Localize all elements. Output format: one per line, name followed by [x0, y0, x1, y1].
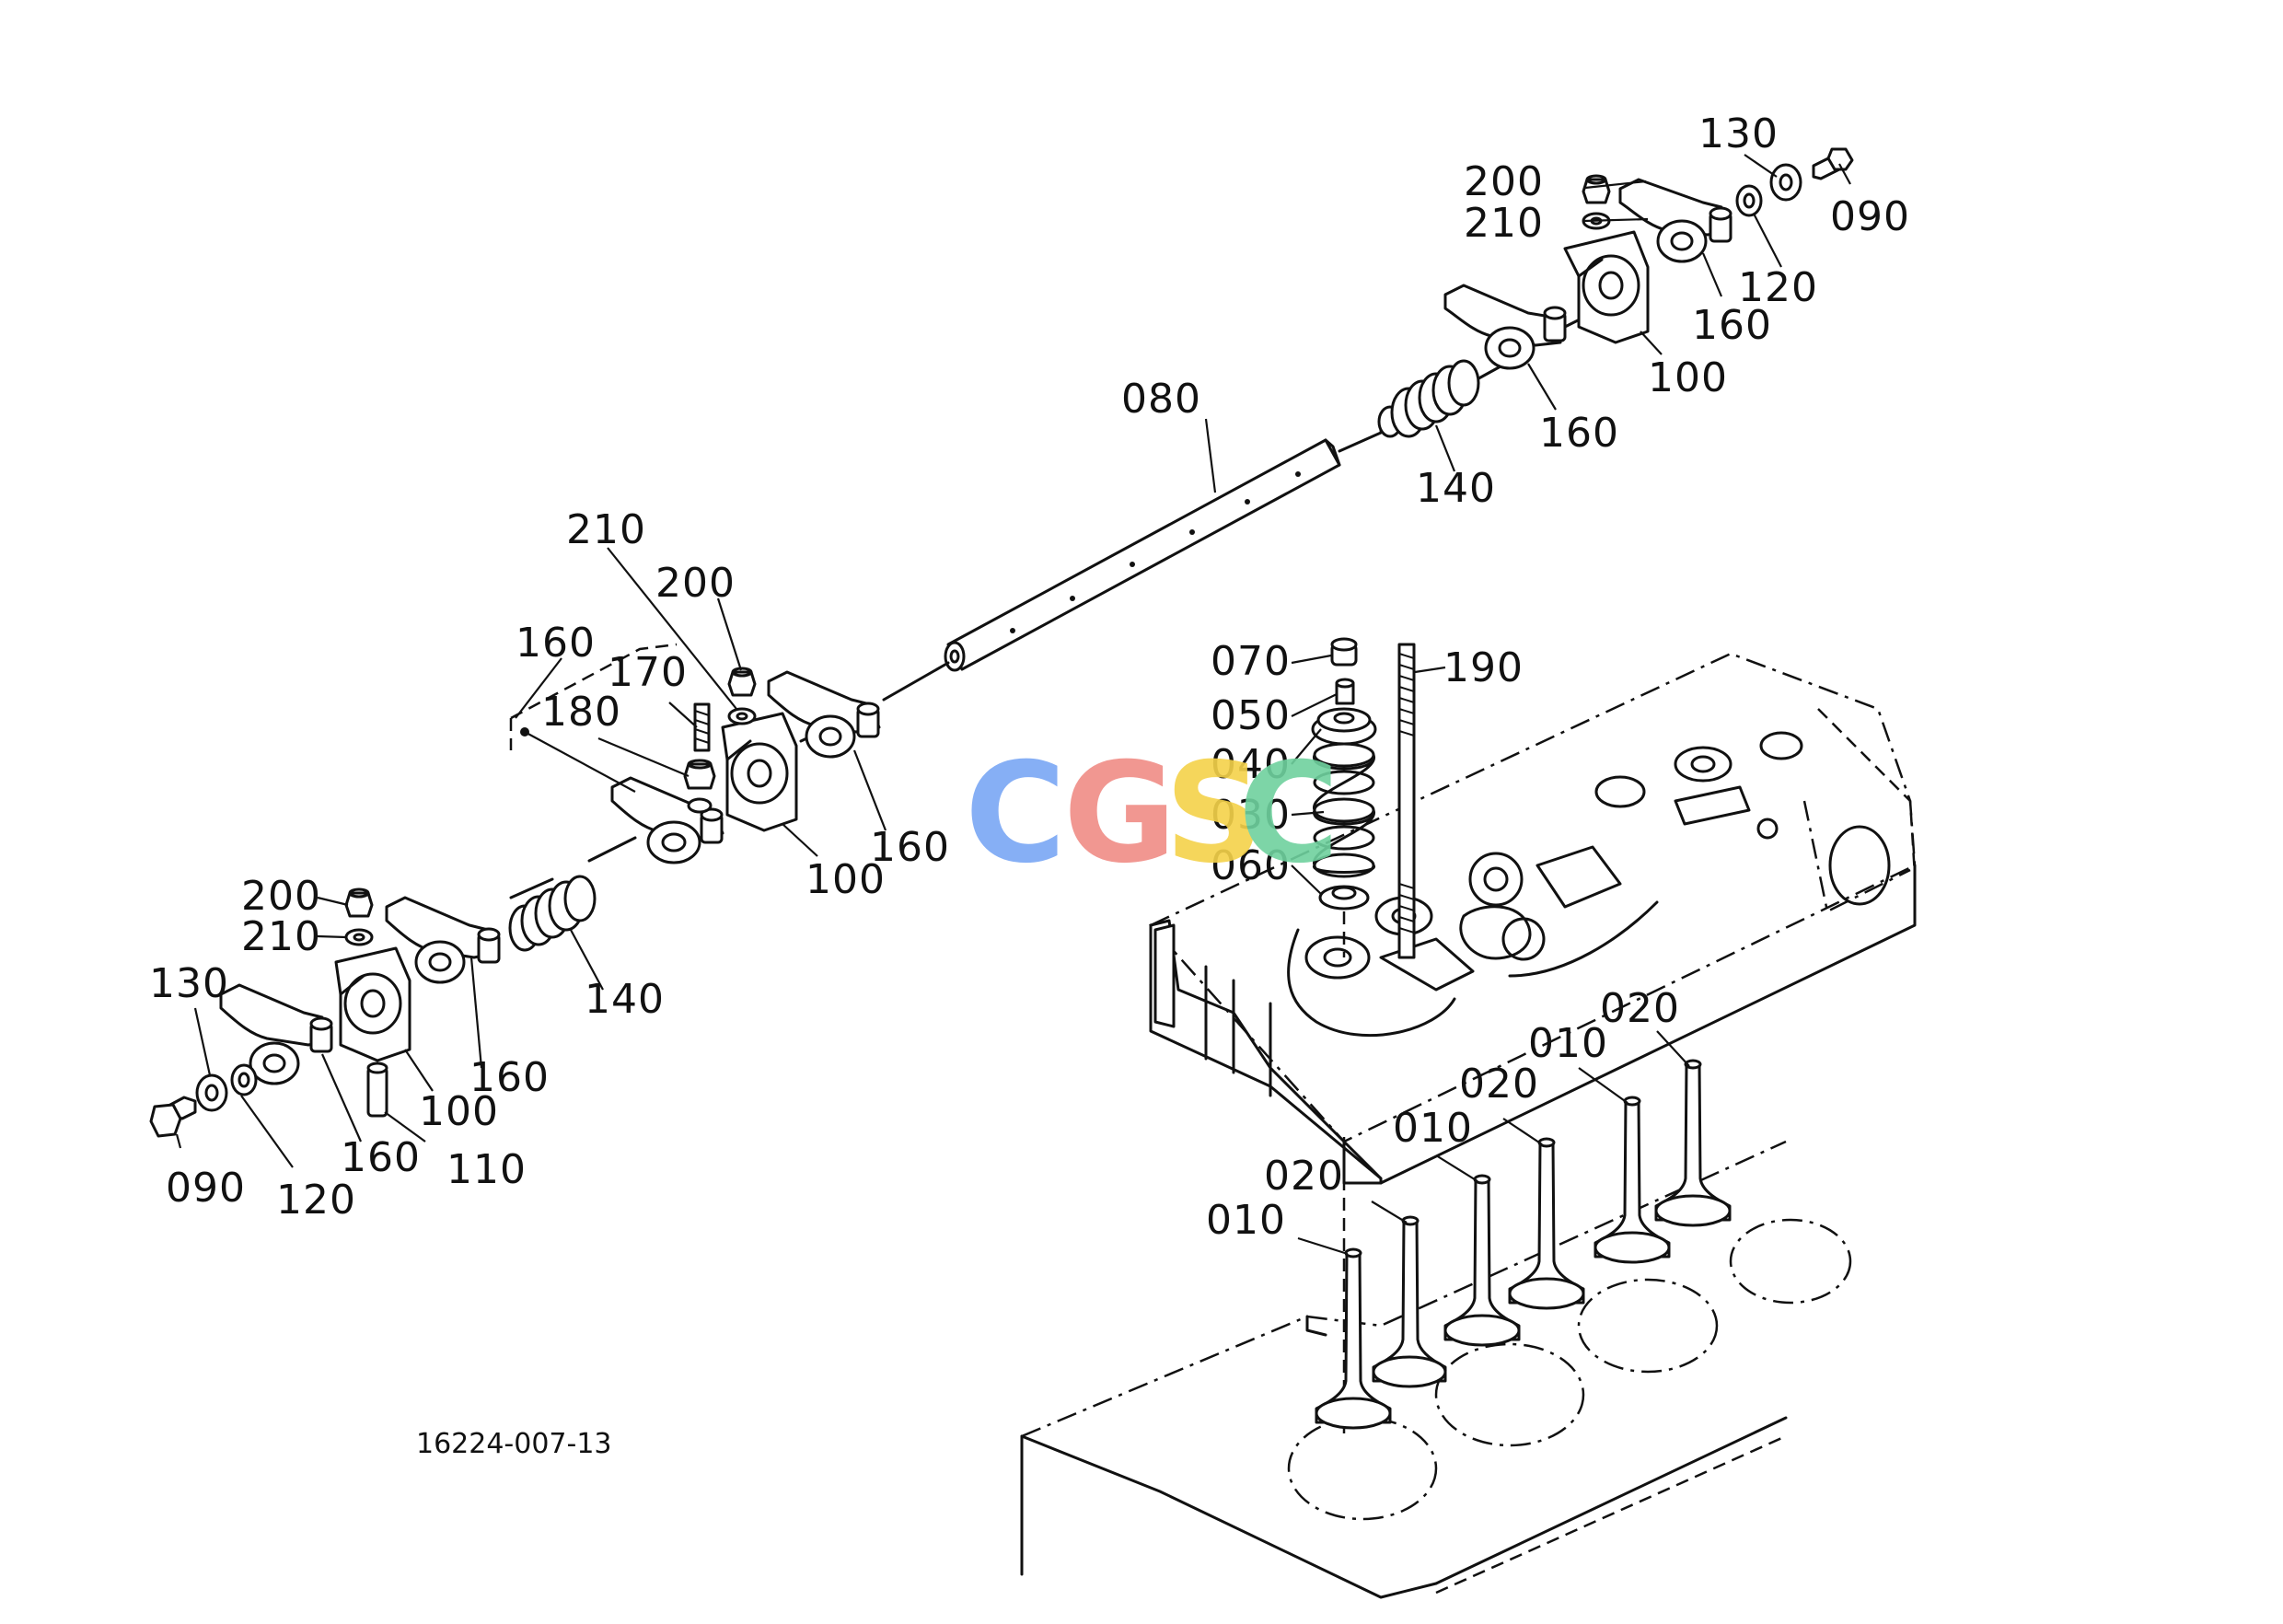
rocker-arm-160-a [1443, 284, 1567, 370]
washer-120-left [230, 1063, 258, 1096]
left-rocker-group [149, 875, 597, 1138]
callout-160-middle-bracket: 160 [516, 620, 596, 667]
callout-120-right: 120 [1738, 264, 1818, 311]
callout-130-right: 130 [1698, 110, 1779, 157]
spring-140-left [508, 875, 597, 952]
washer-120-right [1735, 184, 1763, 217]
watermark-letter-c2: C [1238, 734, 1339, 894]
callout-140-left: 140 [585, 976, 665, 1023]
middle-rocker-group [509, 643, 881, 864]
callout-010-valve-3: 010 [1393, 1105, 1473, 1152]
cylinder-head [1020, 652, 1917, 1599]
callout-190-stud: 190 [1443, 644, 1524, 691]
watermark-letter-g: G [1063, 734, 1176, 894]
nut-200-middle [727, 667, 757, 697]
valve-1 [1315, 1247, 1392, 1430]
callout-040: 040 [1211, 741, 1291, 788]
valve-spring-stack [1311, 637, 1416, 959]
callout-160-right-upper: 160 [1692, 302, 1772, 349]
callout-130-left: 130 [149, 960, 229, 1007]
watermark-letter-c1: C [965, 734, 1066, 894]
rocker-arm-160-c [767, 670, 881, 759]
callout-010-valve-5: 010 [1528, 1020, 1608, 1067]
callout-020-valve-4: 020 [1459, 1061, 1539, 1108]
rocker-arm-160-f [219, 983, 333, 1085]
callout-030: 030 [1211, 792, 1291, 839]
callout-160-left-upper: 160 [469, 1054, 550, 1101]
bracket-100-middle [721, 712, 798, 832]
bracket-100-left [334, 946, 411, 1062]
callout-100-right: 100 [1648, 354, 1728, 401]
valve-6 [1654, 1059, 1732, 1227]
callout-160-left-lower: 160 [341, 1134, 421, 1181]
callout-020-valve-6: 020 [1600, 985, 1680, 1032]
callout-170-adjusting-screw: 170 [608, 649, 688, 696]
pin-110 [366, 1061, 388, 1118]
bolt-090-left [149, 1096, 197, 1138]
callout-160-middle: 160 [870, 824, 950, 871]
drawing-number: 16224-007-13 [416, 1428, 612, 1460]
callout-060: 060 [1211, 842, 1291, 889]
valve-3 [1443, 1174, 1521, 1347]
callout-180-lock-nut: 180 [541, 689, 621, 736]
valve-2 [1372, 1215, 1447, 1388]
callout-200-right: 200 [1464, 158, 1544, 205]
callout-200-left: 200 [241, 873, 321, 920]
callout-210-middle: 210 [566, 506, 646, 553]
callout-020-valve-2: 020 [1264, 1153, 1344, 1200]
callout-050: 050 [1211, 692, 1291, 739]
right-rocker-group [1377, 147, 1854, 438]
callout-080-rocker-shaft: 080 [1121, 376, 1201, 423]
callout-210-right: 210 [1464, 200, 1544, 247]
watermark-letter-s: S [1165, 734, 1264, 894]
rocker-arm-160-b [1618, 178, 1733, 263]
spring-140-right [1377, 359, 1480, 438]
rocker-arm-160-e [385, 896, 501, 984]
valve-4 [1508, 1137, 1585, 1310]
valve-5 [1593, 1096, 1671, 1264]
bracket-100-right [1563, 230, 1650, 344]
leader-lines [175, 154, 1851, 1256]
washer-130-left [195, 1073, 228, 1112]
washer-210-middle [727, 707, 757, 725]
callout-090-right: 090 [1830, 193, 1910, 240]
callout-110-pin: 110 [446, 1146, 527, 1193]
callout-210-left: 210 [241, 913, 321, 960]
callout-100-middle: 100 [805, 856, 886, 903]
washer-130-right [1769, 163, 1802, 202]
adjusting-screw-170 [693, 702, 711, 752]
callout-200-middle: 200 [655, 560, 736, 607]
washer-210-left [344, 928, 374, 946]
lock-nut-180 [683, 759, 716, 814]
callout-labels: 130 200 210 090 120 160 100 160 080 140 … [149, 110, 1910, 1460]
callout-090-left: 090 [166, 1165, 246, 1212]
callout-120-left: 120 [276, 1177, 356, 1224]
callout-160-right-lower: 160 [1539, 410, 1619, 457]
valves [1315, 1059, 1732, 1430]
nut-200-left [344, 887, 374, 918]
bolt-090-right [1812, 147, 1854, 180]
callout-100-left: 100 [419, 1088, 499, 1135]
watermark-logo: C G S C [965, 734, 1339, 894]
nut-200-right [1582, 174, 1611, 204]
callout-140-right: 140 [1416, 465, 1496, 512]
callout-070: 070 [1211, 638, 1291, 685]
callout-010-valve-1: 010 [1206, 1197, 1286, 1244]
rocker-arm-160-d [610, 776, 724, 864]
